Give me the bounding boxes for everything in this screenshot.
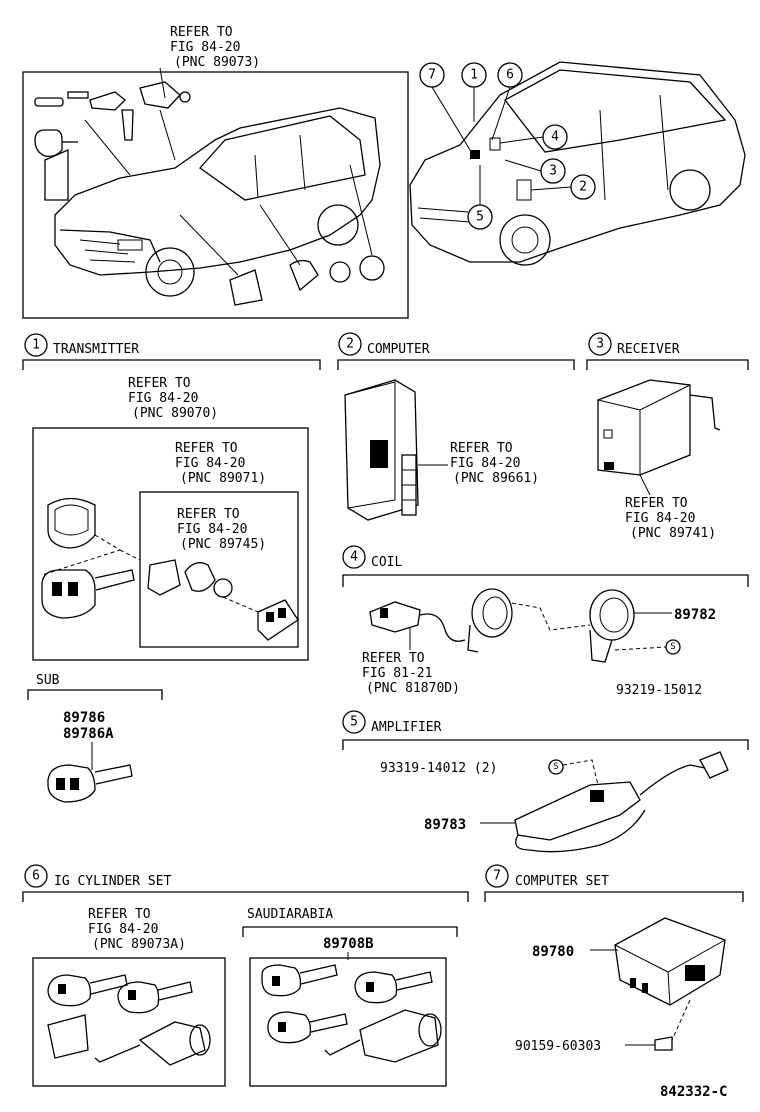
svg-text:(PNC 89070): (PNC 89070) (132, 406, 218, 421)
svg-text:4: 4 (551, 130, 559, 145)
svg-text:FIG 84-20: FIG 84-20 (450, 456, 520, 471)
svg-text:7: 7 (493, 869, 501, 884)
section-computer: 2 COMPUTER REFER TO FIG 84-20 (PNC 89661… (337, 332, 575, 521)
svg-text:S: S (670, 642, 675, 652)
svg-text:(PNC 89745): (PNC 89745) (180, 537, 266, 552)
svg-text:FIG 84-20: FIG 84-20 (88, 922, 158, 937)
svg-text:6: 6 (32, 869, 40, 884)
svg-text:COMPUTER: COMPUTER (367, 342, 430, 357)
svg-text:FIG 84-20: FIG 84-20 (170, 40, 240, 55)
section-ig-cylinder: 6 IG CYLINDER SET REFER TO FIG 84-20 (PN… (22, 864, 469, 1087)
svg-text:REFER TO: REFER TO (170, 25, 233, 40)
svg-text:FIG 84-20: FIG 84-20 (625, 511, 695, 526)
svg-text:3: 3 (549, 164, 557, 179)
svg-text:6: 6 (506, 68, 514, 83)
section-receiver: 3 RECEIVER REFER TO FIG 84-20 (PNC 89741… (586, 332, 749, 541)
top-left-frame (22, 71, 409, 319)
svg-text:(PNC 89661): (PNC 89661) (453, 471, 539, 486)
svg-text:REFER TO: REFER TO (177, 507, 240, 522)
svg-text:REFER TO: REFER TO (88, 907, 151, 922)
svg-text:COMPUTER SET: COMPUTER SET (515, 874, 609, 889)
svg-text:REFER TO: REFER TO (362, 651, 425, 666)
svg-text:FIG 84-20: FIG 84-20 (175, 456, 245, 471)
section-sub: SUB 89786 89786A (27, 673, 163, 803)
svg-text:SUB: SUB (36, 673, 60, 688)
svg-text:5: 5 (350, 715, 358, 730)
svg-text:FIG 84-20: FIG 84-20 (128, 391, 198, 406)
svg-text:RECEIVER: RECEIVER (617, 342, 680, 357)
section-computer-set: 7 COMPUTER SET 89780 90159-60303 (484, 864, 744, 1054)
vehicle-right-drawing (409, 61, 746, 266)
svg-text:4: 4 (350, 550, 358, 565)
section-coil: 4 COIL 89782 S 93219-15012 REFER TO FIG … (342, 545, 749, 698)
svg-text:89783: 89783 (424, 817, 466, 833)
key-parts-cluster (34, 81, 385, 306)
svg-text:89786: 89786 (63, 710, 105, 726)
svg-text:5: 5 (476, 210, 484, 225)
svg-text:(PNC 81870D): (PNC 81870D) (366, 681, 460, 696)
svg-text:(PNC 89073): (PNC 89073) (174, 55, 260, 70)
svg-text:2: 2 (346, 337, 354, 352)
svg-text:7: 7 (428, 68, 436, 83)
svg-text:(PNC 89071): (PNC 89071) (180, 471, 266, 486)
svg-text:89780: 89780 (532, 944, 574, 960)
svg-text:REFER TO: REFER TO (625, 496, 688, 511)
svg-text:89782: 89782 (674, 607, 716, 623)
section-transmitter: 1 TRANSMITTER REFER TO FIG 84-20 (PNC 89… (22, 333, 321, 661)
svg-text:93319-14012 (2): 93319-14012 (2) (380, 761, 497, 776)
svg-text:93219-15012: 93219-15012 (616, 683, 702, 698)
svg-text:3: 3 (596, 337, 604, 352)
svg-text:2: 2 (579, 180, 587, 195)
section-amplifier: 5 AMPLIFIER 93319-14012 (2) S 89783 (342, 710, 749, 853)
svg-text:COIL: COIL (371, 555, 402, 570)
svg-text:89708B: 89708B (323, 936, 374, 952)
svg-text:1: 1 (32, 338, 40, 353)
svg-text:REFER TO: REFER TO (175, 441, 238, 456)
svg-text:90159-60303: 90159-60303 (515, 1039, 601, 1054)
svg-text:REFER TO: REFER TO (128, 376, 191, 391)
top-right-callouts: 7 1 6 4 3 2 5 (419, 62, 596, 230)
svg-text:(PNC 89741): (PNC 89741) (630, 526, 716, 541)
figure-id: 842332-C (660, 1084, 727, 1100)
svg-text:FIG 84-20: FIG 84-20 (177, 522, 247, 537)
svg-text:SAUDIARABIA: SAUDIARABIA (247, 907, 333, 922)
svg-text:89786A: 89786A (63, 726, 114, 742)
svg-text:IG CYLINDER SET: IG CYLINDER SET (54, 874, 172, 889)
svg-text:REFER TO: REFER TO (450, 441, 513, 456)
top-left-refer-label: REFER TO FIG 84-20 (PNC 89073) (170, 25, 260, 70)
svg-text:FIG 81-21: FIG 81-21 (362, 666, 432, 681)
svg-text:(PNC 89073A): (PNC 89073A) (92, 937, 186, 952)
svg-text:S: S (553, 762, 558, 772)
svg-text:AMPLIFIER: AMPLIFIER (371, 720, 442, 735)
vehicle-left-drawing (54, 107, 381, 297)
svg-text:TRANSMITTER: TRANSMITTER (53, 342, 139, 357)
svg-text:1: 1 (470, 68, 478, 83)
